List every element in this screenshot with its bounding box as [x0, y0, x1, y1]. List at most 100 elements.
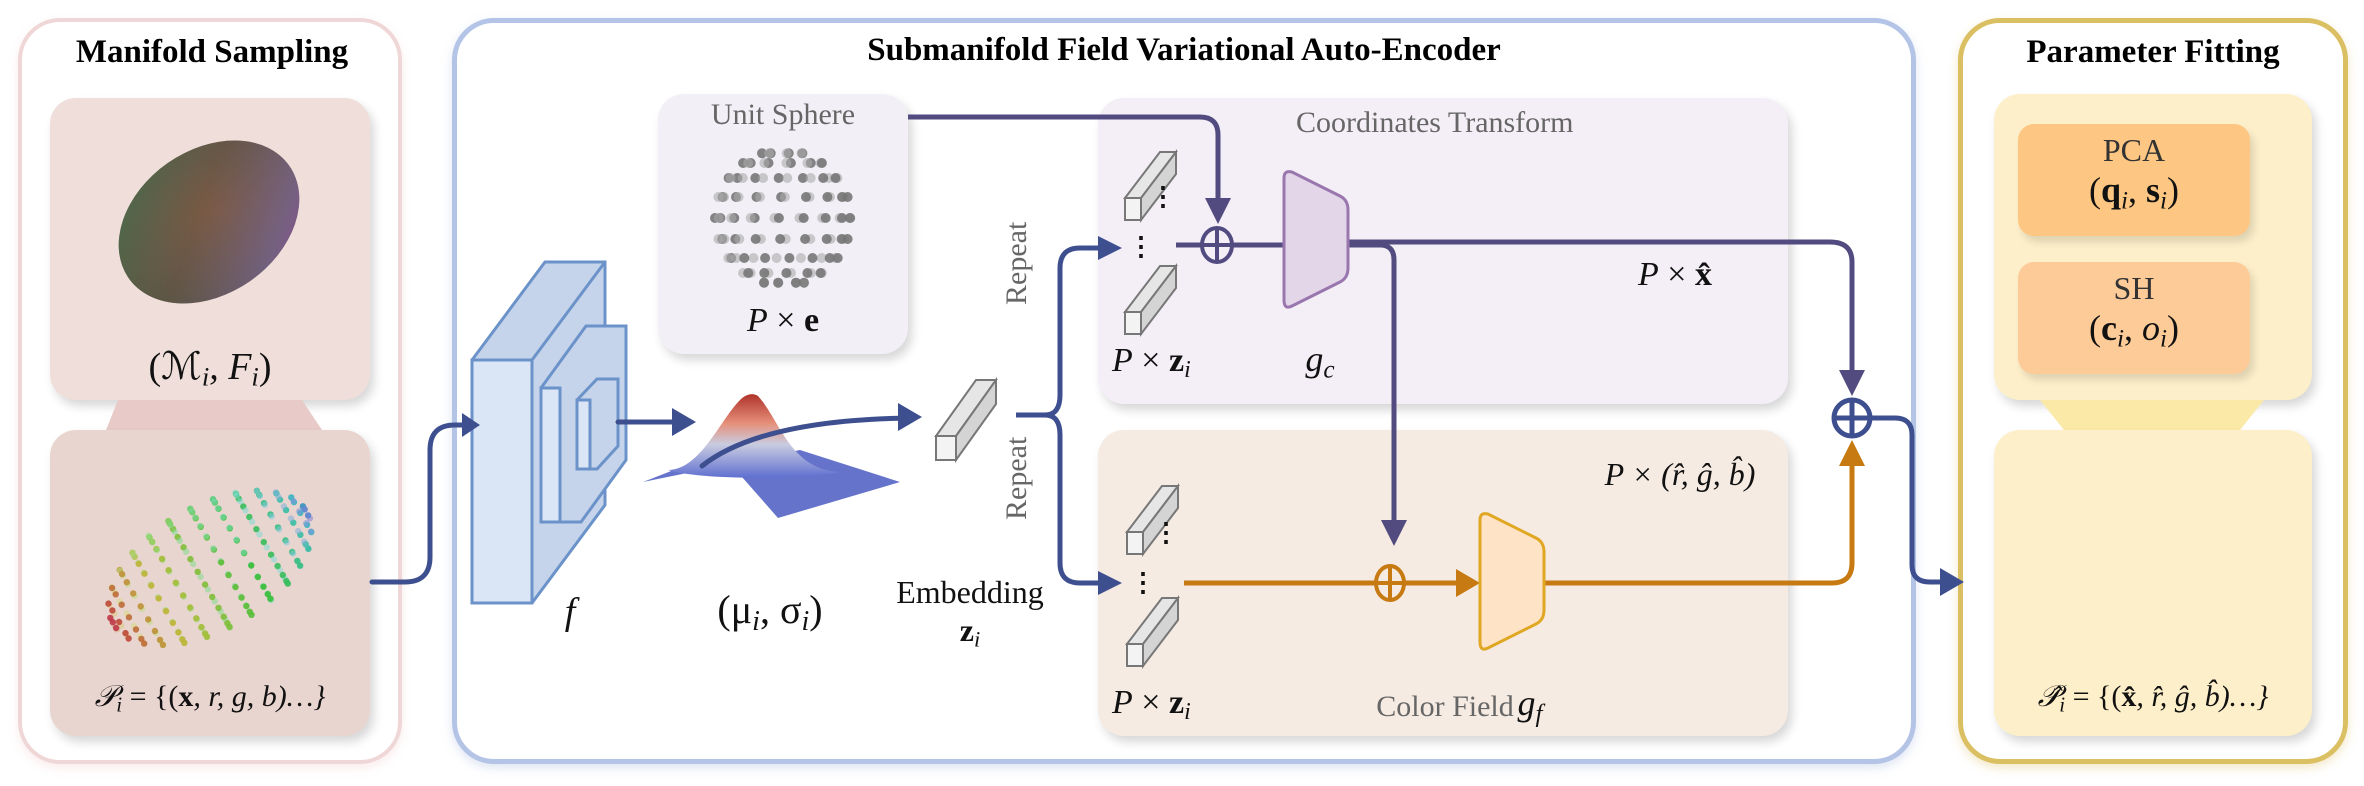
point	[137, 603, 144, 610]
sphere-point	[802, 158, 813, 168]
sphere-point	[757, 148, 767, 159]
sphere-point	[836, 234, 847, 244]
point	[260, 538, 267, 546]
arrowhead	[1381, 520, 1407, 546]
pointcloud-symbol: 𝒫	[94, 680, 117, 713]
sphere-point	[734, 234, 745, 244]
color-embedding-stack	[1124, 483, 1181, 669]
sigma-symbol: , σ	[759, 587, 802, 632]
arrow-gaussian-to-embedding	[699, 415, 913, 469]
sphere-point	[797, 173, 808, 183]
color-P: P	[1112, 684, 1133, 721]
point	[303, 520, 310, 527]
point	[131, 553, 138, 560]
mu-sub: i	[752, 606, 760, 637]
pca-title: PCA	[2102, 132, 2166, 168]
point	[248, 562, 255, 569]
arrowhead	[1456, 569, 1480, 597]
output-x: x̂	[2121, 680, 2137, 713]
gf-g: g	[1517, 683, 1536, 723]
point	[254, 573, 262, 581]
sphere-point	[784, 253, 795, 263]
point	[192, 514, 199, 521]
point	[149, 539, 156, 546]
color-sub: i	[1184, 698, 1191, 725]
arrowhead	[1839, 370, 1865, 396]
point	[301, 538, 308, 545]
coordinates-transform-title: Coordinates Transform	[1296, 106, 1574, 139]
point	[179, 592, 187, 599]
color-dots-left: ⋮	[1130, 568, 1156, 597]
point	[165, 567, 172, 574]
sphere-point	[781, 148, 792, 159]
point	[176, 537, 183, 544]
point	[238, 594, 245, 601]
point	[151, 627, 159, 635]
point	[155, 595, 162, 602]
sphere-point	[739, 253, 750, 263]
gf-label: gf	[1490, 682, 1570, 728]
sh-o-sub: i	[2159, 325, 2167, 353]
point	[242, 507, 249, 514]
color-z: z	[1168, 684, 1185, 721]
sphere-point	[773, 213, 784, 223]
sphere-point	[745, 213, 756, 223]
manifold-connector-shape	[106, 400, 322, 430]
point	[162, 608, 170, 615]
sh-o: o	[2141, 308, 2160, 348]
sphere-point	[821, 234, 832, 244]
sphere-point	[773, 277, 784, 288]
sphere-point	[733, 192, 744, 202]
point	[197, 573, 204, 580]
arrow-gc-to-color	[1346, 242, 1397, 520]
embedding-z: z	[959, 612, 974, 648]
arrowhead	[672, 408, 696, 436]
pca-box: PCA (qi, si)	[2018, 124, 2250, 236]
point	[115, 618, 123, 626]
sphere-point	[805, 173, 816, 183]
gc-g: g	[1305, 339, 1324, 379]
point	[107, 614, 114, 622]
point	[179, 636, 186, 643]
pointcloud-sub: i	[116, 692, 123, 717]
gc-label: gc	[1280, 338, 1360, 384]
arrow-output-to-fitting	[1870, 415, 1945, 585]
point	[169, 619, 177, 627]
pointcloud-input	[105, 487, 315, 649]
embedding-vector	[934, 376, 998, 464]
manifold-sub: i	[201, 361, 210, 392]
sh-open: (	[2089, 308, 2101, 348]
repeat-branches	[1016, 245, 1098, 586]
point	[105, 600, 112, 607]
sphere-point	[726, 213, 737, 223]
sphere-point	[824, 253, 835, 263]
point	[279, 571, 286, 579]
output-pointcloud-card	[1994, 430, 2312, 736]
pointcloud-x: x	[178, 680, 194, 713]
pca-formula: (qi, si)	[2018, 169, 2250, 215]
point	[146, 534, 153, 541]
sphere-point	[760, 253, 771, 263]
arrowhead	[1098, 236, 1122, 260]
distribution-label: (μi, σi)	[680, 586, 860, 638]
point	[175, 629, 182, 636]
point	[201, 581, 209, 588]
sh-title: SH	[2113, 270, 2155, 306]
point	[196, 522, 204, 530]
point	[158, 555, 166, 562]
sphere-point	[781, 158, 792, 168]
pca-close: )	[2167, 170, 2180, 210]
unit-sphere-title: Unit Sphere	[710, 98, 856, 131]
sphere-point	[800, 234, 811, 244]
point	[156, 636, 164, 643]
sphere-point	[815, 268, 826, 278]
sphere-point	[832, 253, 843, 263]
point	[189, 560, 197, 568]
sphere-point	[759, 277, 769, 288]
arrow-gc-to-output	[1346, 239, 1855, 372]
sh-close: )	[2166, 308, 2179, 348]
repeat-branch-bottom	[1016, 412, 1098, 586]
sphere-point	[782, 173, 793, 183]
